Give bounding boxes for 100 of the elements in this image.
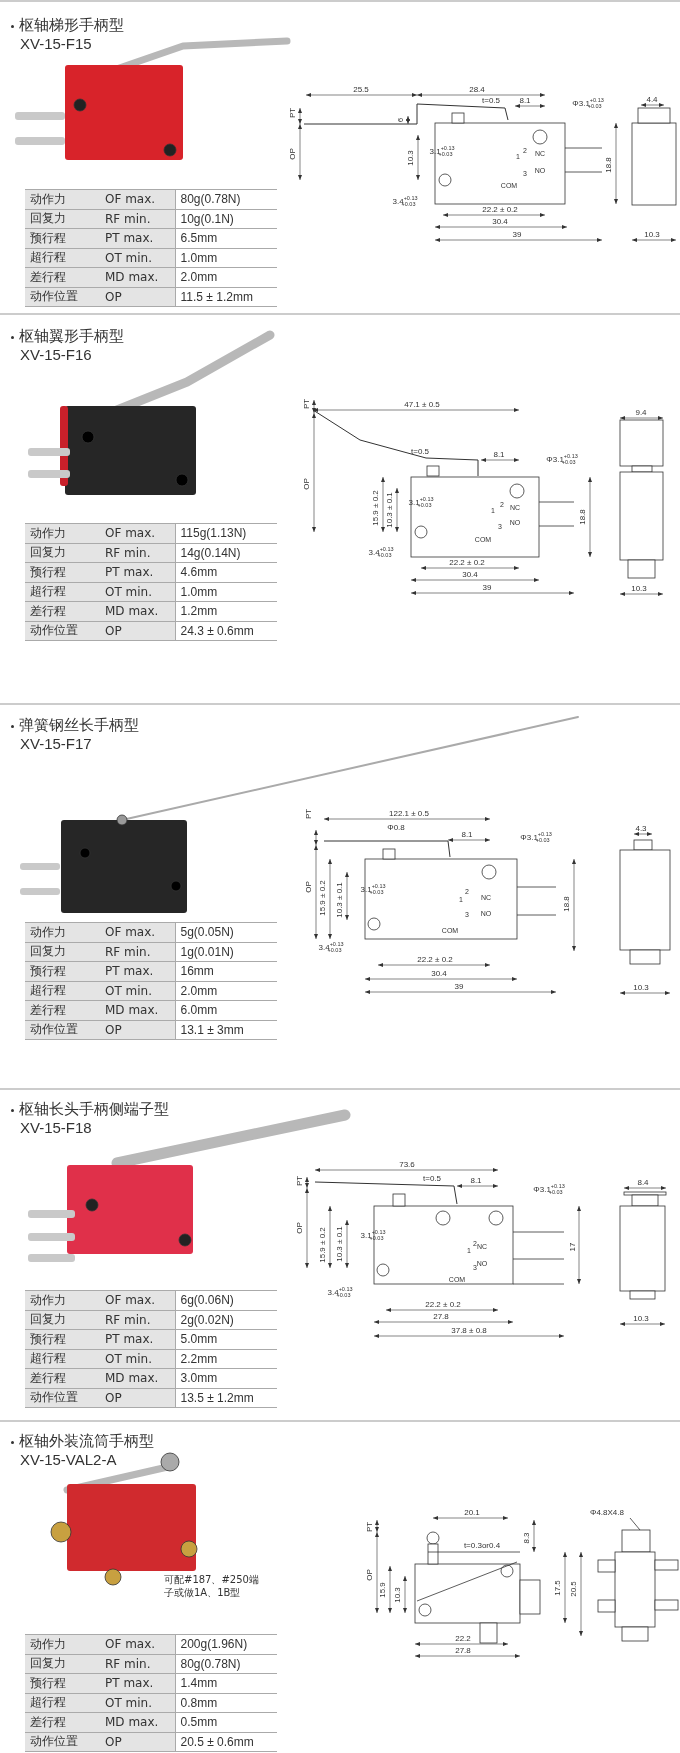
- spec-cell: 3.0mm: [175, 1368, 277, 1388]
- section-heading: 弹簧钢丝长手柄型: [10, 718, 139, 733]
- spec-cell: 预行程: [25, 562, 100, 582]
- spec-cell: RF min.: [100, 1310, 175, 1330]
- spec-cell: 预行程: [25, 228, 100, 248]
- spec-cell: 6.0mm: [175, 1000, 277, 1020]
- spec-cell: OP: [100, 1732, 175, 1752]
- spec-cell: 20.5 ± 0.6mm: [175, 1732, 277, 1752]
- model-number: XV-15-VAL2-A: [20, 1452, 117, 1467]
- dimension-label: 18.8: [605, 157, 613, 173]
- spec-cell: 1g(0.01N): [175, 942, 277, 962]
- spec-cell: 预行程: [25, 1329, 100, 1349]
- dimension-label: 20.1: [464, 1509, 480, 1517]
- model-number: XV-15-F15: [20, 36, 92, 51]
- dimension-label: 15.9 ± 0.2: [319, 880, 327, 916]
- spec-cell: 10g(0.1N): [175, 209, 277, 229]
- spec-cell: 2.0mm: [175, 981, 277, 1001]
- dimension-label: 8.4: [637, 1179, 649, 1187]
- spec-cell: 差行程: [25, 601, 100, 621]
- spec-cell: OP: [100, 1388, 175, 1408]
- spec-cell: 14g(0.14N): [175, 543, 277, 563]
- section-heading: 枢轴翼形手柄型: [10, 329, 124, 344]
- spec-cell: 13.1 ± 3mm: [175, 1020, 277, 1040]
- dimension-label: 9.4: [635, 409, 647, 417]
- dimension-label: 39: [454, 983, 464, 991]
- model-number: XV-15-F18: [20, 1120, 92, 1135]
- spec-cell: MD max.: [100, 601, 175, 621]
- spec-cell: 超行程: [25, 1349, 100, 1369]
- note-text: 可配#187、#250端子或做1A、1B型: [164, 1573, 260, 1599]
- spec-cell: 24.3 ± 0.6mm: [175, 621, 277, 641]
- dimension-label: t=0.5: [411, 448, 429, 456]
- dimension-label: 4.4: [646, 96, 658, 104]
- spec-cell: 回复力: [25, 942, 100, 962]
- dimension-label: 27.8: [455, 1647, 471, 1655]
- spec-cell: 11.5 ± 1.2mm: [175, 287, 277, 307]
- spec-cell: 回复力: [25, 1654, 100, 1674]
- spec-cell: 动作力: [25, 1634, 100, 1654]
- dimension-label: 17.5: [554, 1580, 562, 1596]
- spec-cell: 超行程: [25, 981, 100, 1001]
- dimension-label: PT: [303, 398, 311, 410]
- spec-cell: 5g(0.05N): [175, 922, 277, 942]
- spec-cell: 0.5mm: [175, 1712, 277, 1732]
- dimension-label: 22.2: [455, 1635, 471, 1643]
- dimension-label: 28.4: [469, 86, 485, 94]
- section-heading: 枢轴外装流筒手柄型: [10, 1434, 154, 1449]
- dimension-label: PT: [305, 808, 313, 820]
- spec-cell: PT max.: [100, 961, 175, 981]
- spec-cell: 2.2mm: [175, 1349, 277, 1369]
- dimension-label: 10.3: [394, 1587, 402, 1603]
- spec-cell: 动作位置: [25, 1732, 100, 1752]
- spec-cell: MD max.: [100, 1712, 175, 1732]
- spec-cell: 预行程: [25, 961, 100, 981]
- spec-cell: 6g(0.06N): [175, 1290, 277, 1310]
- dimension-label: 18.8: [579, 509, 587, 525]
- spec-cell: 1.2mm: [175, 601, 277, 621]
- spec-cell: 动作力: [25, 523, 100, 543]
- spec-cell: 动作位置: [25, 287, 100, 307]
- dimension-label: 30.4: [431, 970, 447, 978]
- spec-cell: OF max.: [100, 922, 175, 942]
- dimension-label: 10.3: [644, 231, 660, 239]
- spec-cell: 差行程: [25, 1368, 100, 1388]
- dimension-label: 8.3: [523, 1532, 531, 1544]
- spec-cell: OP: [100, 621, 175, 641]
- dimension-label: 22.2 ± 0.2: [482, 206, 518, 214]
- spec-cell: OT min.: [100, 582, 175, 602]
- spec-cell: 差行程: [25, 1712, 100, 1732]
- spec-cell: 回复力: [25, 1310, 100, 1330]
- dimension-label: OP: [296, 1222, 304, 1234]
- dimension-label: PT: [296, 1175, 304, 1187]
- model-number: XV-15-F16: [20, 347, 92, 362]
- spec-cell: OT min.: [100, 981, 175, 1001]
- dimension-label: OP: [366, 1569, 374, 1581]
- dimension-label: OP: [305, 881, 313, 893]
- spec-cell: 差行程: [25, 1000, 100, 1020]
- spec-cell: 13.5 ± 1.2mm: [175, 1388, 277, 1408]
- spec-cell: RF min.: [100, 543, 175, 563]
- spec-cell: PT max.: [100, 1329, 175, 1349]
- dimension-label: 25.5: [353, 86, 369, 94]
- dimension-label: 22.2 ± 0.2: [417, 956, 453, 964]
- spec-cell: OP: [100, 287, 175, 307]
- spec-cell: 1.0mm: [175, 248, 277, 268]
- spec-cell: MD max.: [100, 267, 175, 287]
- dimension-label: 8.1: [493, 451, 505, 459]
- spec-cell: MD max.: [100, 1000, 175, 1020]
- dimension-label: 20.5: [570, 1581, 578, 1597]
- spec-cell: RF min.: [100, 1654, 175, 1674]
- spec-cell: OT min.: [100, 1693, 175, 1713]
- spec-cell: 差行程: [25, 267, 100, 287]
- spec-cell: 200g(1.96N): [175, 1634, 277, 1654]
- spec-cell: OF max.: [100, 1634, 175, 1654]
- spec-cell: 6.5mm: [175, 228, 277, 248]
- spec-cell: PT max.: [100, 1673, 175, 1693]
- spec-cell: 预行程: [25, 1673, 100, 1693]
- spec-cell: 超行程: [25, 1693, 100, 1713]
- spec-cell: 动作力: [25, 189, 100, 209]
- spec-cell: 115g(1.13N): [175, 523, 277, 543]
- dimension-label: PT: [289, 107, 297, 119]
- section-heading: 枢轴梯形手柄型: [10, 18, 124, 33]
- dimension-label: 30.4: [462, 571, 478, 579]
- spec-cell: 16mm: [175, 961, 277, 981]
